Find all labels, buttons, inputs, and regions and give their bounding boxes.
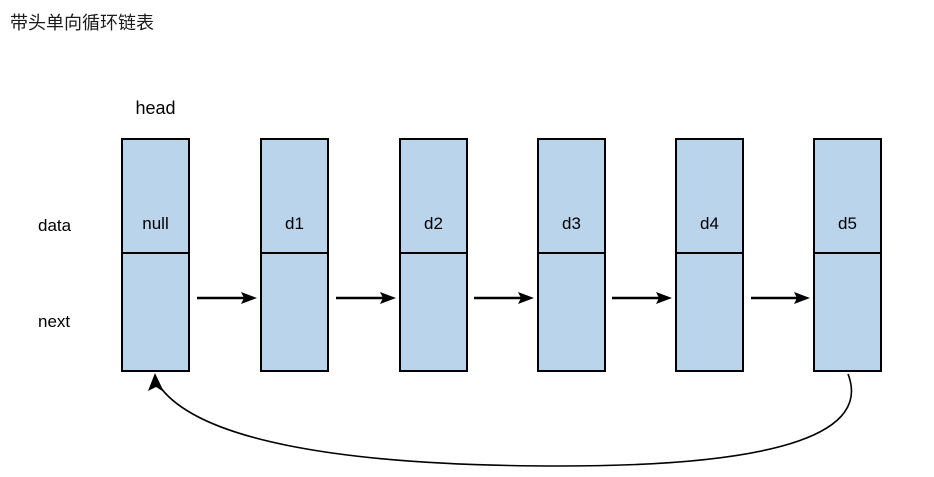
- node-data-cell: d5: [815, 140, 880, 254]
- node-next-cell: [401, 254, 466, 370]
- node-data-value: d5: [838, 214, 857, 233]
- node-data-cell: d4: [677, 140, 742, 254]
- node-next-cell: [123, 254, 188, 370]
- node-data-cell: d1: [262, 140, 327, 254]
- next-pointer-arrow: [608, 290, 672, 306]
- list-node[interactable]: d3: [537, 138, 606, 372]
- node-data-cell: d3: [539, 140, 604, 254]
- row-label-data: data: [38, 216, 72, 235]
- node-data-value: d1: [285, 214, 304, 233]
- list-node[interactable]: null: [121, 138, 190, 372]
- page-title: 带头单向循环链表: [10, 13, 154, 33]
- node-next-cell: [815, 254, 880, 370]
- list-node[interactable]: d5: [813, 138, 882, 372]
- next-pointer-arrow: [470, 290, 534, 306]
- node-data-cell: null: [123, 140, 188, 254]
- list-node[interactable]: d2: [399, 138, 468, 372]
- next-pointer-arrow: [747, 290, 810, 306]
- node-next-cell: [677, 254, 742, 370]
- list-node[interactable]: d1: [260, 138, 329, 372]
- node-data-value: d4: [700, 214, 719, 233]
- list-node[interactable]: d4: [675, 138, 744, 372]
- next-pointer-arrow: [332, 290, 396, 306]
- row-label-next: next: [38, 312, 71, 331]
- node-data-value: d3: [562, 214, 581, 233]
- node-data-value: null: [142, 214, 169, 233]
- node-next-cell: [262, 254, 327, 370]
- node-next-cell: [539, 254, 604, 370]
- node-data-value: d2: [424, 214, 443, 233]
- node-data-cell: d2: [401, 140, 466, 254]
- head-pointer-label: head: [135, 98, 176, 118]
- next-pointer-arrow: [193, 290, 257, 306]
